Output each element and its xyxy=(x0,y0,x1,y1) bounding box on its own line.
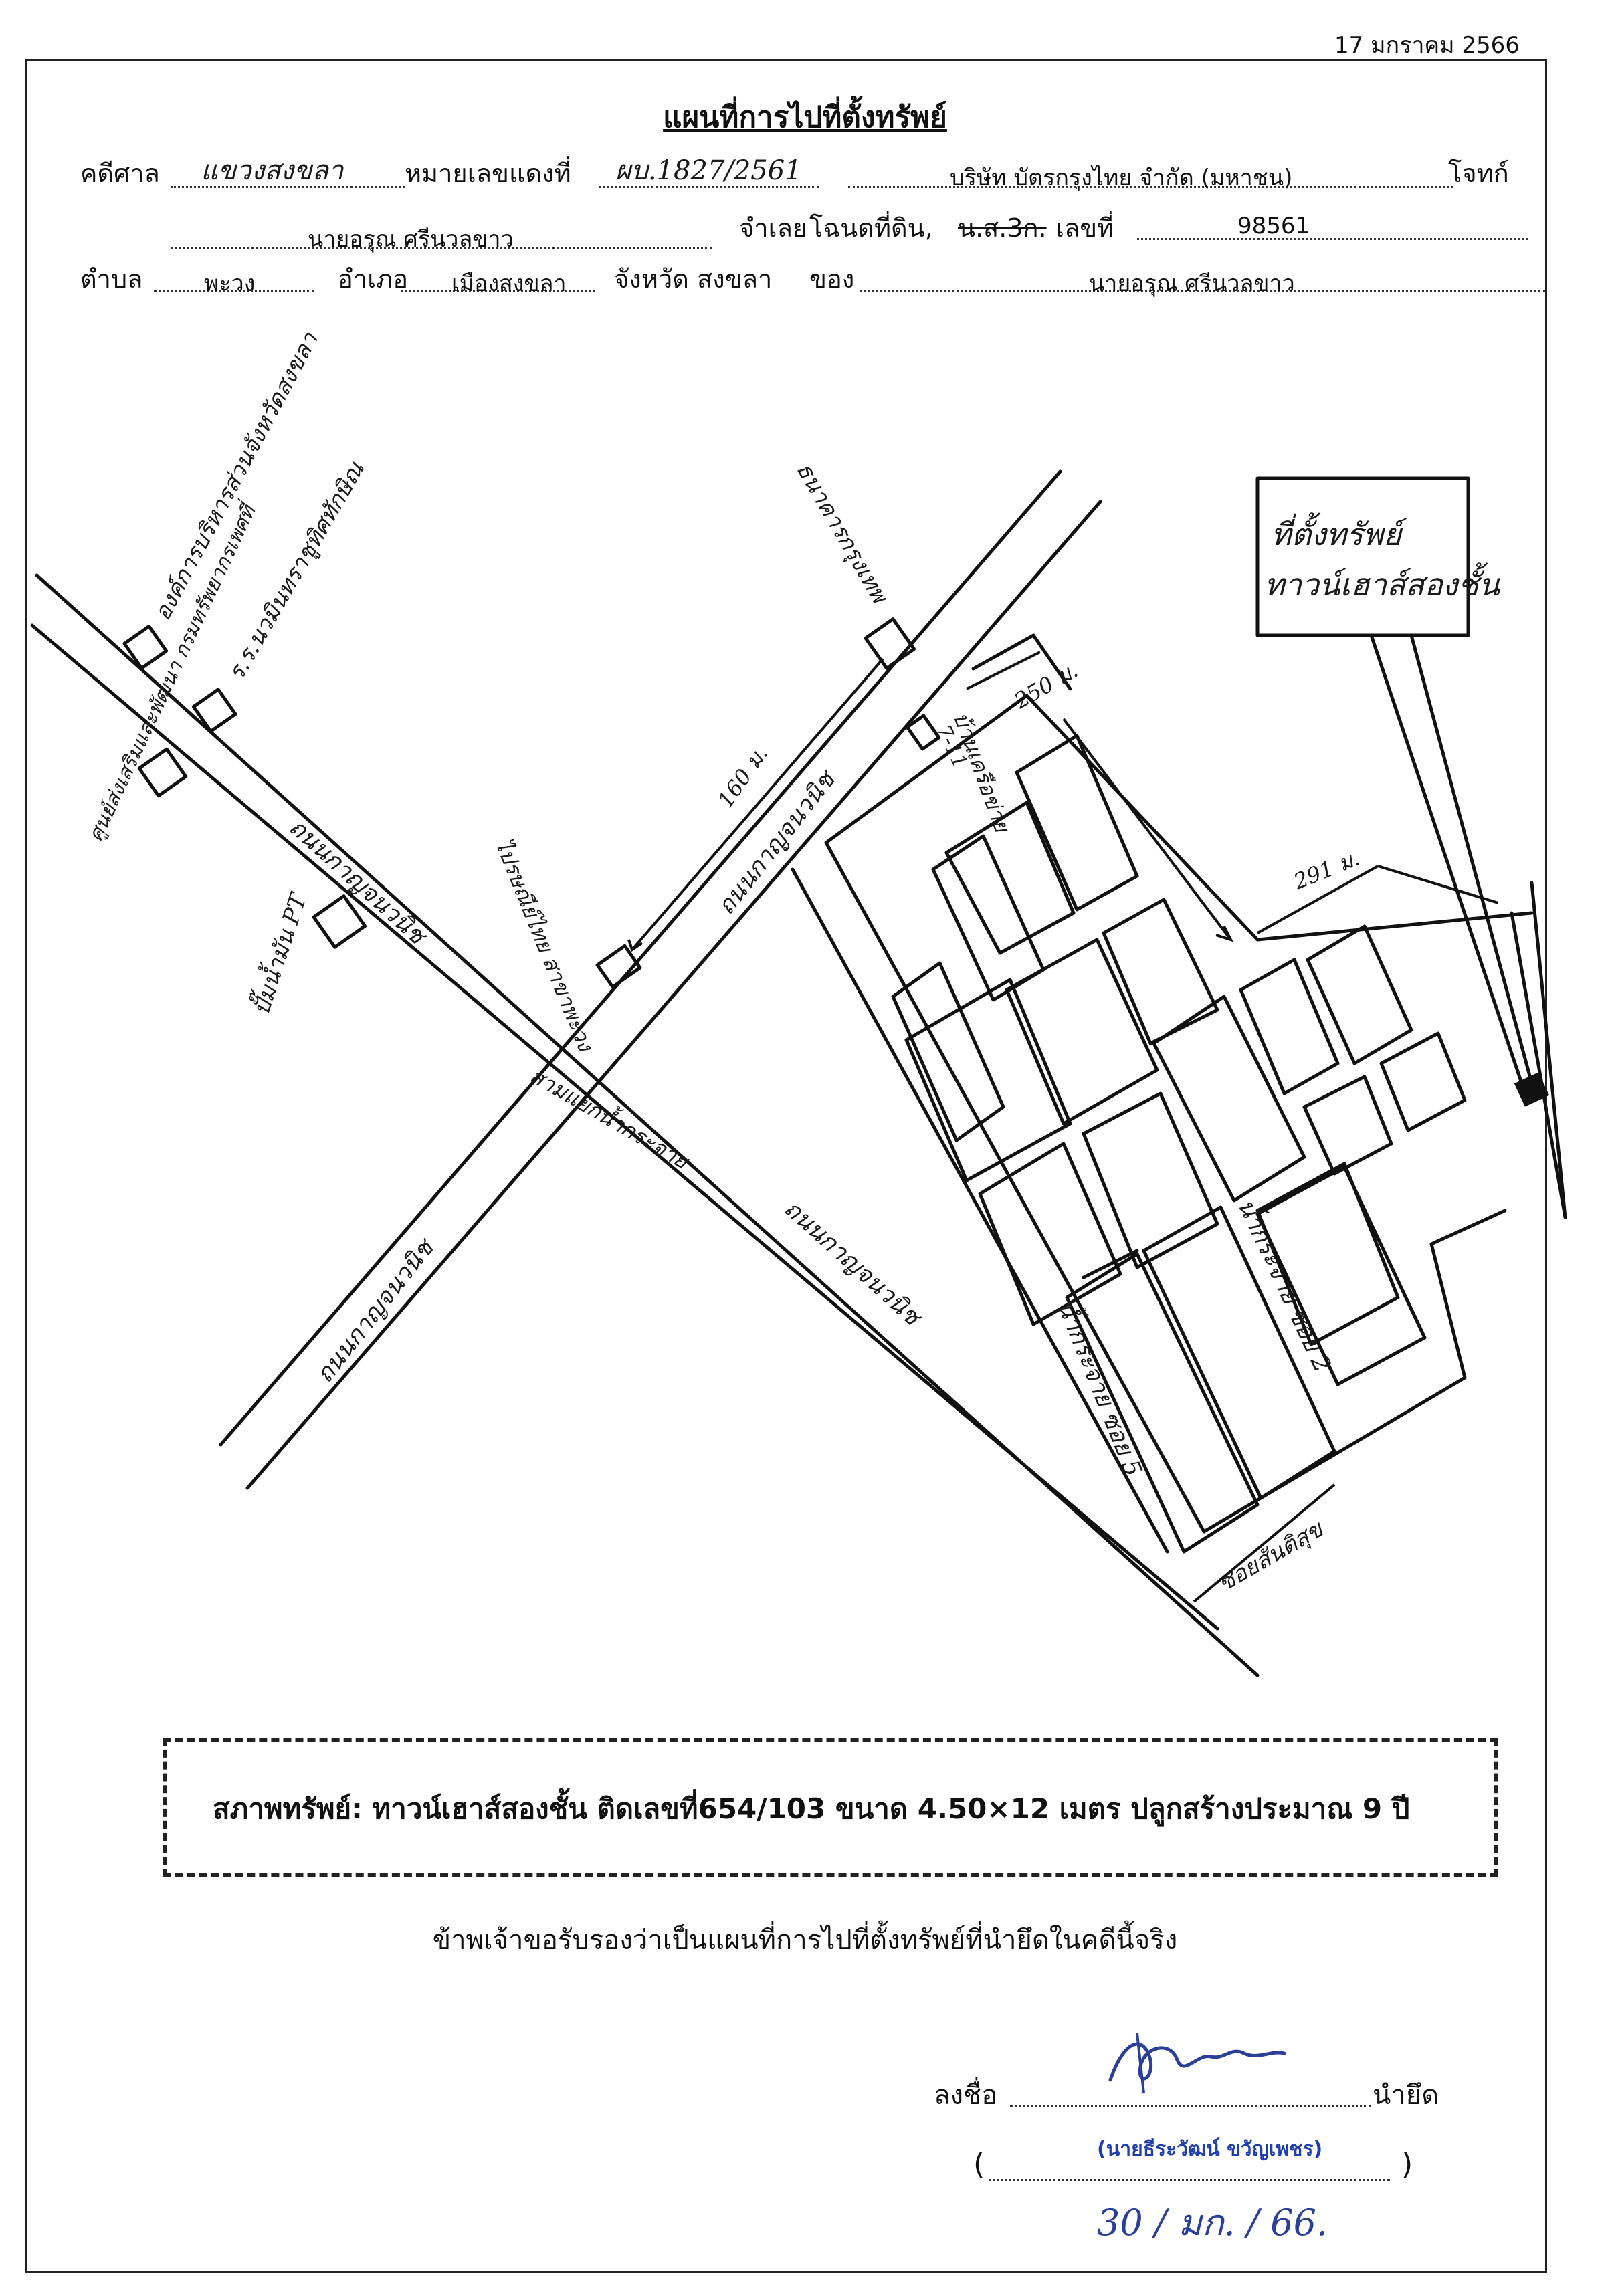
property-callout-box xyxy=(1255,476,1470,637)
district-value: เมืองสงขลา xyxy=(451,270,567,297)
court-label: คดีศาล xyxy=(80,159,160,188)
certification-statement: ข้าพเจ้าขอรับรองว่าเป็นแผนที่การไปที่ตั้… xyxy=(432,1925,1178,1956)
defendant-name: นายอรุณ ศรีนวลขาว xyxy=(308,226,514,253)
location-map: ที่ตั้งทรัพย์ ทาวน์เฮาส์สองชั้น องค์การบ… xyxy=(30,328,1567,1677)
court-value: แขวงสงขลา xyxy=(201,155,344,186)
number-value: 98561 xyxy=(1237,213,1310,239)
road-cross-lower-label: ถนนกาญจนวนิช xyxy=(311,1233,441,1388)
document-date: 17 มกราคม 2566 xyxy=(1334,32,1520,59)
sign-label: ลงชื่อ xyxy=(934,2080,998,2111)
soi5-edge-a xyxy=(791,867,1169,1554)
landmark-post: ไปรษณีย์ไทย สาขาพะวง xyxy=(490,835,599,1056)
plaintiff-label: โจทก์ xyxy=(1448,159,1509,188)
soi-main-label: น้ำกระจาย ซอย 5 xyxy=(1051,1294,1152,1480)
distance-160: 160 ม. xyxy=(712,742,773,813)
property-marker xyxy=(1514,1072,1550,1107)
number-label: เลขที่ xyxy=(1055,213,1114,243)
junction-label: สามแยกน้ำกระจาย xyxy=(526,1061,696,1175)
paren-close: ) xyxy=(1401,2147,1413,2181)
signature-date: 30 / มก. / 66. xyxy=(1097,2202,1328,2244)
distance-291: 291 ม. xyxy=(1290,845,1363,895)
paren-open: ( xyxy=(973,2147,985,2181)
map-title: แผนที่การไปที่ตั้งทรัพย์ xyxy=(663,100,947,134)
red-case-label: หมายเลขแดงที่ xyxy=(405,159,571,188)
defendant-label: จำเลย xyxy=(739,213,808,243)
title-deed-label: โฉนดที่ดิน, xyxy=(809,213,933,243)
landmark-bank: ธนาคารกรุงเทพ xyxy=(791,458,893,609)
document-frame xyxy=(25,59,1547,2273)
title-deed-struck: น.ส.3ก. xyxy=(958,213,1047,243)
signature-image xyxy=(1108,2032,1286,2094)
province-label: จังหวัด สงขลา xyxy=(614,264,773,294)
landmark-hospital: ร.ร.นวมินทราชูทิศทักษิณ xyxy=(223,457,370,686)
road-main-edge-b xyxy=(35,573,1260,1677)
property-label-line2: ทาวน์เฮาส์สองชั้น xyxy=(1264,562,1501,603)
distance-250: 250 ม. xyxy=(1009,657,1082,714)
subdistrict-label: ตำบล xyxy=(80,264,143,294)
sign-role: นำยึด xyxy=(1373,2080,1439,2111)
property-status-text: สภาพทรัพย์: ทาวน์เฮาส์สองชั้น ติดเลขที่6… xyxy=(213,1792,1410,1825)
property-status-box xyxy=(163,1738,1498,1877)
signer-name: (นายธีระวัฒน์ ขวัญเพชร) xyxy=(1097,2137,1323,2161)
owner-label: ของ xyxy=(809,264,855,294)
plaintiff-name: บริษัท บัตรกรุงไทย จำกัด (มหาชน) xyxy=(950,165,1293,191)
road-cross-edge-b xyxy=(245,500,1102,1490)
soi5-edge-b xyxy=(824,841,1206,1534)
owner-value: นายอรุณ ศรีนวลขาว xyxy=(1089,270,1295,297)
subdistrict-value: พะวง xyxy=(204,270,256,297)
district-label: อำเภอ xyxy=(338,264,409,294)
red-case-value: ผบ.1827/2561 xyxy=(615,155,802,186)
soi-alt-label: ซอยสันติสุข xyxy=(1214,1516,1329,1597)
road-cross-edge-a xyxy=(219,469,1062,1447)
landmark-gas: ปั๊มน้ำมัน PT xyxy=(244,888,313,1019)
property-label-line1: ที่ตั้งทรัพย์ xyxy=(1271,512,1407,552)
